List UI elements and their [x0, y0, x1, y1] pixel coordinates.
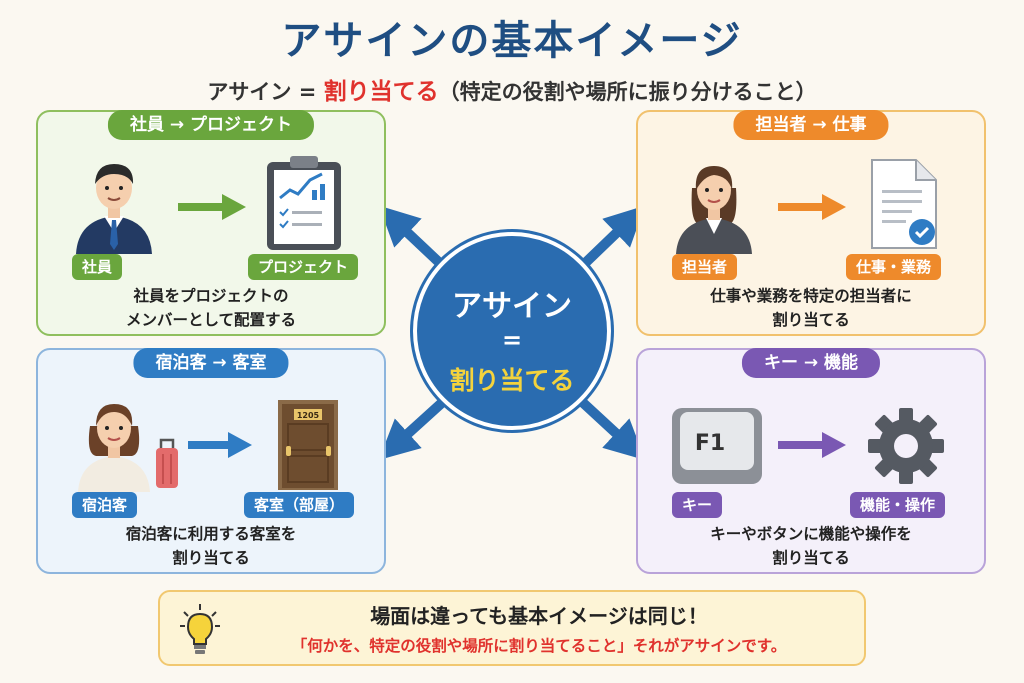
- document-check-icon: [871, 159, 937, 249]
- card-employee-project: 社員 → プロジェクト 社員 プロジェクト 社員をプロジェクトの メンバーとして…: [36, 110, 386, 336]
- card-desc-line2: 割り当てる: [772, 311, 850, 329]
- summary-line2: 「何かを、特定の役割や場所に割り当てること」それがアサインです。: [291, 637, 787, 655]
- center-line1: アサイン: [452, 289, 572, 324]
- arrow-right-icon: [188, 432, 252, 458]
- card-desc-line2: 割り当てる: [172, 549, 250, 567]
- card-header: キー → 機能: [741, 348, 881, 378]
- card-desc-line2: メンバーとして配置する: [125, 311, 297, 329]
- summary-line1: 場面は違っても基本イメージは同じ！: [370, 604, 708, 628]
- keyboard-key-icon: F1: [672, 408, 762, 484]
- lightbulb-icon: [180, 604, 220, 654]
- room-label: 客室（部屋）: [244, 492, 355, 518]
- work-label: 仕事・業務: [846, 254, 942, 280]
- card-header: 社員 → プロジェクト: [107, 110, 315, 140]
- room-number: 1205: [297, 411, 320, 420]
- arrow-bottom-left: [378, 396, 449, 461]
- card-desc-line1: キーやボタンに機能や操作を: [710, 525, 912, 543]
- card-header: 担当者 → 仕事: [733, 110, 889, 140]
- card-desc-line1: 仕事や業務を特定の担当者に: [710, 287, 912, 305]
- hotel-door-icon: 1205: [278, 400, 338, 490]
- subtitle-highlight: 割り当てる: [323, 79, 439, 105]
- key-label-text: F1: [695, 431, 725, 456]
- suitcase-icon: [156, 438, 178, 488]
- center-line2: =: [501, 326, 523, 354]
- subtitle-suffix: （特定の役割や場所に振り分けること）: [438, 80, 817, 104]
- arrow-right-icon: [178, 194, 246, 220]
- arrow-bottom-right: [576, 396, 646, 461]
- businessman-icon: [76, 164, 152, 254]
- page-title: アサインの基本イメージ: [281, 18, 743, 64]
- person-label: 担当者: [672, 254, 738, 280]
- guest-woman-icon: [78, 404, 178, 492]
- card-guest-room: 宿泊客 → 客室 1205 宿泊客 客室（部屋） 宿泊客に利用する客室を 割り当…: [36, 348, 386, 574]
- center-line3: 割り当てる: [449, 366, 575, 395]
- arrow-top-left: [378, 205, 449, 272]
- guest-label: 宿泊客: [72, 492, 138, 518]
- subtitle: アサイン = 割り当てる（特定の役割や場所に振り分けること）: [0, 72, 1024, 106]
- gear-icon: [868, 408, 944, 484]
- key-label: キー: [672, 492, 723, 518]
- card-desc-line1: 社員をプロジェクトの: [133, 287, 289, 305]
- summary-box: 場面は違っても基本イメージは同じ！ 「何かを、特定の役割や場所に割り当てること」…: [158, 590, 866, 666]
- center-circle: アサイン = 割り当てる: [413, 232, 611, 430]
- arrow-right-icon: [778, 194, 846, 220]
- function-label: 機能・操作: [850, 492, 946, 518]
- subtitle-prefix: アサイン =: [207, 80, 324, 104]
- clipboard-chart-icon: [267, 156, 341, 250]
- card-person-work: 担当者 → 仕事 担当者 仕事・業務 仕事や業務を特定の担当者に 割り当てる: [636, 110, 986, 336]
- card-header: 宿泊客 → 客室: [133, 348, 289, 378]
- card-desc-line1: 宿泊客に利用する客室を: [125, 525, 297, 543]
- employee-label: 社員: [72, 254, 123, 280]
- arrow-top-right: [576, 205, 645, 272]
- arrow-right-icon: [778, 432, 846, 458]
- card-desc-line2: 割り当てる: [772, 549, 850, 567]
- card-key-function: キー → 機能 F1 キー 機能・操作 キーやボタンに機能や操作を 割り当てる: [636, 348, 986, 574]
- project-label: プロジェクト: [248, 254, 359, 280]
- businesswoman-icon: [676, 166, 752, 254]
